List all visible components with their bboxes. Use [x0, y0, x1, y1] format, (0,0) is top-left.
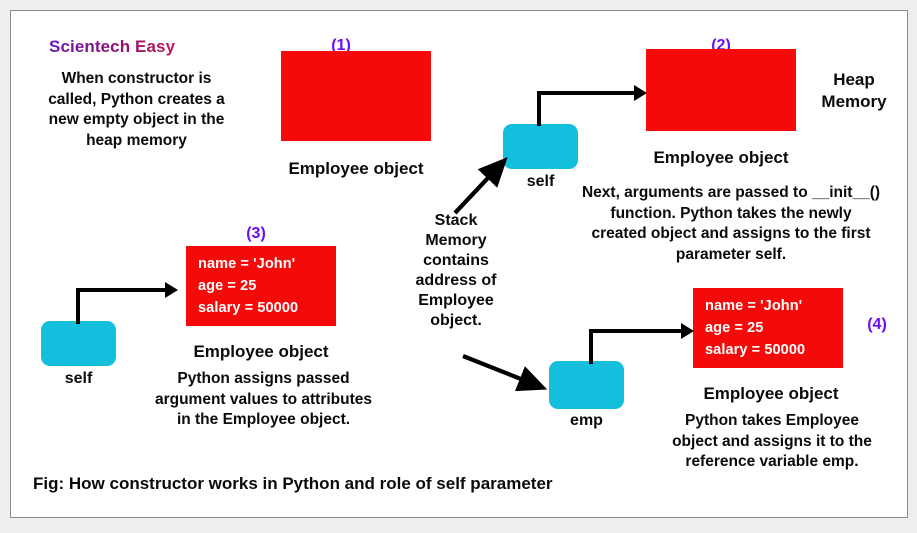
employee-object-caption-2: Employee object [653, 148, 789, 167]
arrow-self-to-object3-vertical [76, 288, 80, 324]
variable-label-self-top: self [526, 173, 555, 190]
arrow-self-to-object2-horizontal [537, 91, 635, 95]
step-number-4: (4) [867, 316, 887, 333]
arrow-self-to-object3-horizontal [76, 288, 166, 292]
attribute-salary-3: salary = 50000 [198, 299, 299, 316]
employee-object-caption-1: Employee object [288, 159, 424, 178]
figure-caption: Fig: How constructor works in Python and… [33, 474, 553, 493]
attribute-age-4: age = 25 [705, 319, 764, 336]
variable-box-self-bottom [41, 321, 116, 366]
arrow-self-to-object2-head [634, 85, 647, 101]
brand-logo: Scientech Easy [49, 37, 176, 56]
step-number-3: (3) [246, 225, 266, 242]
arrow-stack-to-emp [462, 354, 548, 392]
arrow-stack-to-self-top [453, 157, 508, 215]
variable-box-emp [549, 361, 624, 409]
variable-box-self-top [503, 124, 578, 169]
employee-object-box-1 [281, 51, 431, 141]
variable-label-self-bottom: self [64, 370, 93, 387]
attribute-salary-4: salary = 50000 [705, 341, 806, 358]
step-number-1: (1) [331, 37, 351, 54]
step-2-annotation: Next, arguments are passed to __init__()… [581, 184, 881, 263]
employee-object-caption-3: Employee object [193, 342, 329, 361]
arrow-emp-to-object4-horizontal [589, 329, 683, 333]
attribute-age-3: age = 25 [198, 277, 257, 294]
arrow-self-to-object3-head [165, 282, 178, 298]
arrow-emp-to-object4-head [681, 323, 694, 339]
variable-label-emp: emp [570, 412, 603, 429]
arrow-self-to-object2-vertical [537, 91, 541, 126]
employee-object-box-4: name = 'John' age = 25 salary = 50000 [693, 288, 843, 368]
employee-object-caption-4: Employee object [703, 384, 839, 403]
attribute-name-3: name = 'John' [198, 256, 296, 272]
arrow-emp-to-object4-vertical [589, 329, 593, 364]
employee-object-box-3: name = 'John' age = 25 salary = 50000 [186, 246, 336, 326]
attribute-name-4: name = 'John' [705, 298, 803, 314]
employee-object-box-2 [646, 49, 796, 131]
